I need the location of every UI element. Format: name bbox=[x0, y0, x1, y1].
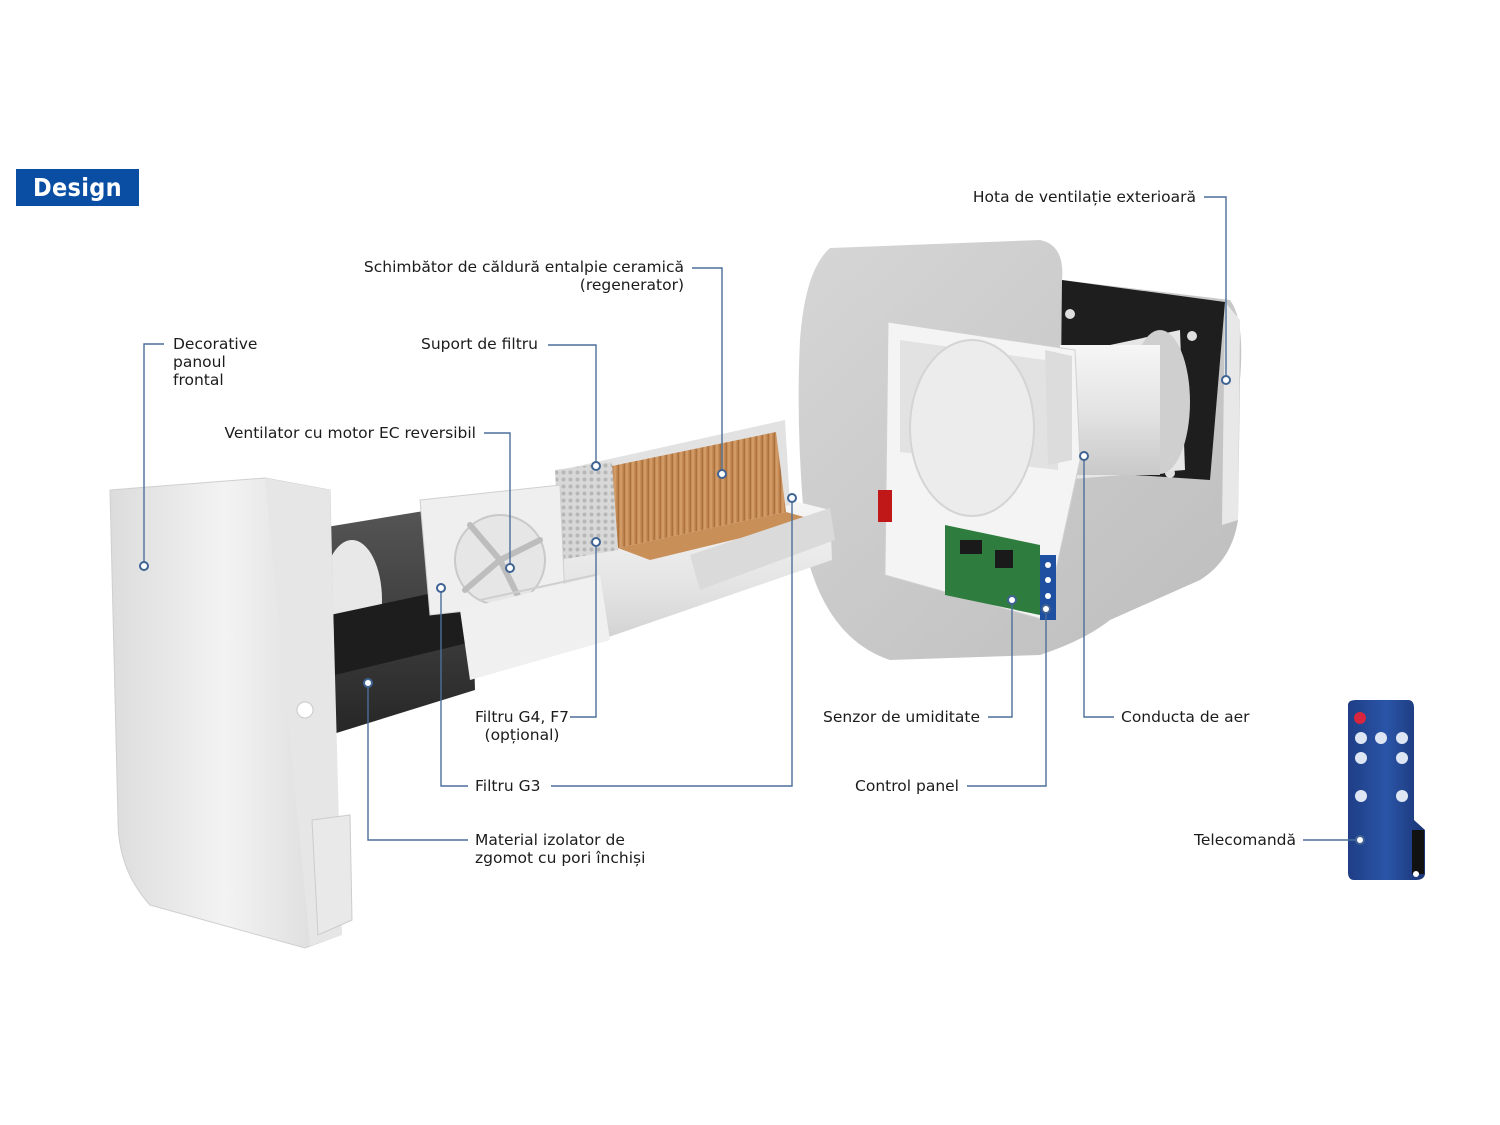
dot-filter-holder bbox=[591, 461, 601, 471]
front-panel-shape bbox=[109, 477, 353, 949]
dot-humidity-sensor bbox=[1007, 595, 1017, 605]
label-front-panel-line3: frontal bbox=[173, 371, 224, 389]
leader-heat-exchanger bbox=[692, 267, 723, 474]
leader-outdoor-hood bbox=[1204, 196, 1227, 380]
label-front-panel-line2: panoul bbox=[173, 353, 226, 371]
leader-humidity-sensor bbox=[988, 600, 1013, 718]
dot-front-panel bbox=[139, 561, 149, 571]
leader-filter-g4-f7 bbox=[570, 542, 597, 718]
label-filter-g3: Filtru G3 bbox=[475, 777, 541, 795]
dot-filter-g3-right bbox=[787, 493, 797, 503]
label-heat-exchanger-line2: (regenerator) bbox=[579, 276, 684, 294]
label-insulation-line1: Material izolator de bbox=[475, 831, 625, 849]
leader-control-panel bbox=[967, 609, 1047, 787]
leader-filter-holder bbox=[548, 344, 597, 466]
inner-frame-shape bbox=[878, 321, 1081, 621]
dot-filter-g4-f7 bbox=[591, 537, 601, 547]
leader-dots bbox=[139, 375, 1365, 845]
dot-outdoor-hood bbox=[1221, 375, 1231, 385]
label-insulation-line2: zgomot cu pori închiși bbox=[475, 849, 646, 867]
label-remote: Telecomandă bbox=[1194, 831, 1296, 849]
remote-control-shape bbox=[1348, 700, 1425, 880]
label-humidity-sensor: Senzor de umiditate bbox=[823, 708, 980, 726]
leader-filter-g3-right bbox=[551, 498, 793, 787]
dot-filter-g3-left bbox=[436, 583, 446, 593]
label-filter-g4-f7-line2: (opțional) bbox=[484, 726, 560, 744]
label-front-panel-line1: Decorative bbox=[173, 335, 258, 353]
dot-insulation bbox=[363, 678, 373, 688]
dot-control-panel bbox=[1041, 604, 1051, 614]
label-outdoor-hood: Hota de ventilație exterioară bbox=[972, 188, 1196, 206]
label-air-duct: Conducta de aer bbox=[1121, 708, 1250, 726]
leader-front-panel bbox=[143, 343, 164, 566]
label-control-panel: Control panel bbox=[855, 777, 959, 795]
dot-fan bbox=[505, 563, 515, 573]
dot-remote bbox=[1355, 835, 1365, 845]
fan-shape bbox=[419, 484, 610, 680]
dot-air-duct bbox=[1079, 451, 1089, 461]
leader-fan bbox=[484, 432, 511, 568]
leader-air-duct bbox=[1083, 456, 1114, 718]
leader-filter-g3-left bbox=[440, 588, 468, 787]
label-fan: Ventilator cu motor EC reversibil bbox=[224, 424, 476, 442]
leader-insulation bbox=[367, 683, 468, 841]
leader-lines bbox=[143, 196, 1360, 841]
label-heat-exchanger-line1: Schimbător de căldură entalpie ceramică bbox=[363, 258, 684, 276]
label-filter-holder: Suport de filtru bbox=[420, 335, 538, 353]
design-badge: Design bbox=[16, 169, 139, 206]
label-filter-g4-f7-line1: Filtru G4, F7 bbox=[474, 708, 570, 726]
dot-heat-exchanger bbox=[717, 469, 727, 479]
